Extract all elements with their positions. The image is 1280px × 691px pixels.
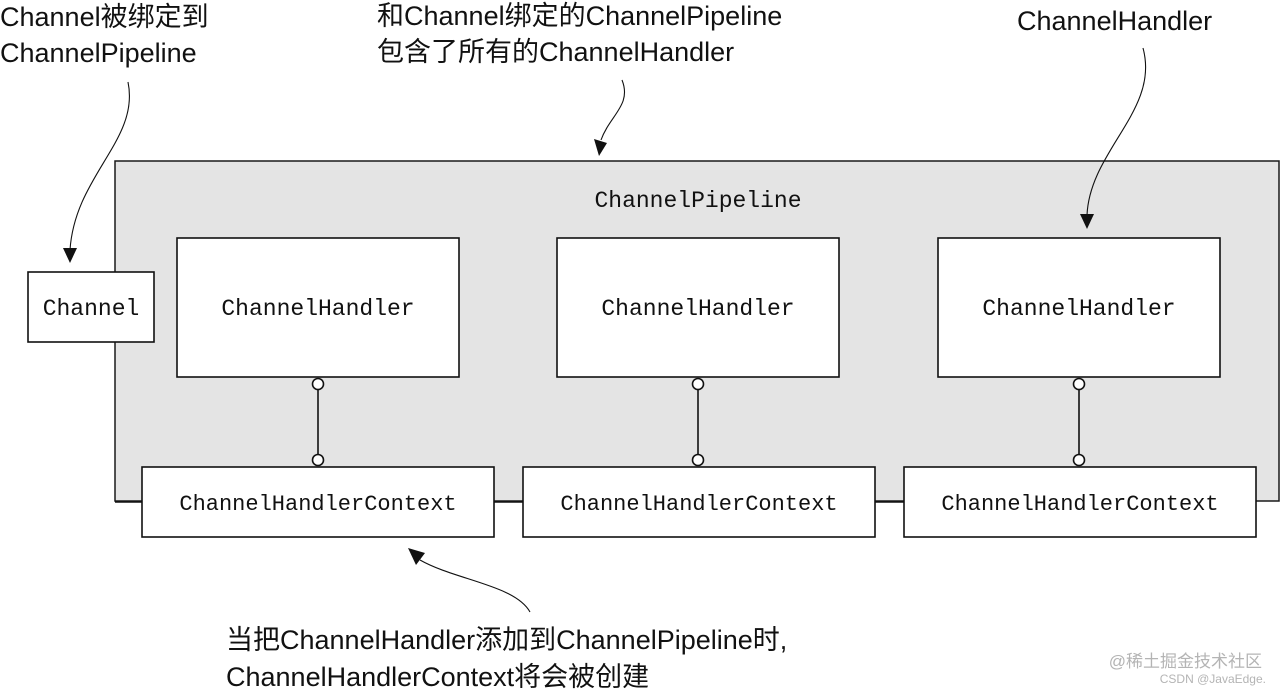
context-label: ChannelHandlerContext bbox=[560, 492, 837, 517]
context-node-3: ChannelHandlerContext bbox=[903, 466, 1257, 538]
annotation-handler: ChannelHandler bbox=[1017, 6, 1212, 229]
handler-box bbox=[176, 237, 460, 378]
channel-box bbox=[27, 271, 155, 343]
annotation-line: Channel被绑定到 bbox=[0, 2, 209, 32]
port-circle bbox=[1072, 377, 1086, 391]
handler-node-3: ChannelHandler bbox=[937, 237, 1221, 378]
annotation-line: 包含了所有的ChannelHandler bbox=[377, 37, 734, 67]
port-circle bbox=[1072, 453, 1086, 467]
handler-node-1: ChannelHandler bbox=[176, 237, 460, 378]
annotation-line: ChannelHandlerContext将会被创建 bbox=[226, 662, 649, 691]
annotation-line: 和Channel绑定的ChannelPipeline bbox=[377, 1, 782, 31]
context-node-2: ChannelHandlerContext bbox=[522, 466, 876, 538]
annotation-context-created: 当把ChannelHandler添加到ChannelPipeline时, Cha… bbox=[226, 548, 787, 691]
watermark-line: @稀土掘金技术社区 bbox=[1109, 652, 1262, 671]
context-box bbox=[522, 466, 876, 538]
channel-node: Channel bbox=[27, 271, 155, 343]
handler-context-link-2 bbox=[691, 377, 705, 467]
handler-box bbox=[937, 237, 1221, 378]
pipeline-title: ChannelPipeline bbox=[594, 188, 801, 214]
annotation-arrow-curve bbox=[419, 559, 531, 613]
annotation-line: 当把ChannelHandler添加到ChannelPipeline时, bbox=[226, 625, 787, 655]
context-label: ChannelHandlerContext bbox=[941, 492, 1218, 517]
watermark-line: CSDN @JavaEdge. bbox=[1160, 672, 1266, 686]
handler-label: ChannelHandler bbox=[221, 296, 414, 322]
arrowhead-icon bbox=[1080, 214, 1094, 229]
context-box bbox=[141, 466, 495, 538]
port-circle bbox=[311, 453, 325, 467]
port-circle bbox=[311, 377, 325, 391]
arrowhead-icon bbox=[63, 248, 77, 263]
handler-label: ChannelHandler bbox=[982, 296, 1175, 322]
handler-box bbox=[556, 237, 840, 378]
context-node-1: ChannelHandlerContext bbox=[141, 466, 495, 538]
annotation-line: ChannelHandler bbox=[1017, 6, 1212, 36]
context-label: ChannelHandlerContext bbox=[179, 492, 456, 517]
arrowhead-icon bbox=[594, 139, 607, 156]
port-circle bbox=[691, 377, 705, 391]
annotation-line: ChannelPipeline bbox=[0, 38, 197, 68]
handler-context-link-1 bbox=[311, 377, 325, 467]
annotation-channel-bound: Channel被绑定到 ChannelPipeline bbox=[0, 2, 209, 263]
handler-label: ChannelHandler bbox=[601, 296, 794, 322]
handler-context-link-3 bbox=[1072, 377, 1086, 467]
annotation-pipeline-contains: 和Channel绑定的ChannelPipeline 包含了所有的Channel… bbox=[377, 1, 782, 156]
annotation-arrow-curve bbox=[600, 79, 625, 141]
port-circle bbox=[691, 453, 705, 467]
context-box bbox=[903, 466, 1257, 538]
handler-node-2: ChannelHandler bbox=[556, 237, 840, 378]
annotation-arrow-curve bbox=[69, 81, 130, 251]
watermark: @稀土掘金技术社区 CSDN @JavaEdge. bbox=[1109, 652, 1266, 686]
arrowhead-icon bbox=[408, 548, 425, 565]
annotation-arrow-curve bbox=[1086, 47, 1147, 216]
channel-label: Channel bbox=[43, 296, 140, 322]
